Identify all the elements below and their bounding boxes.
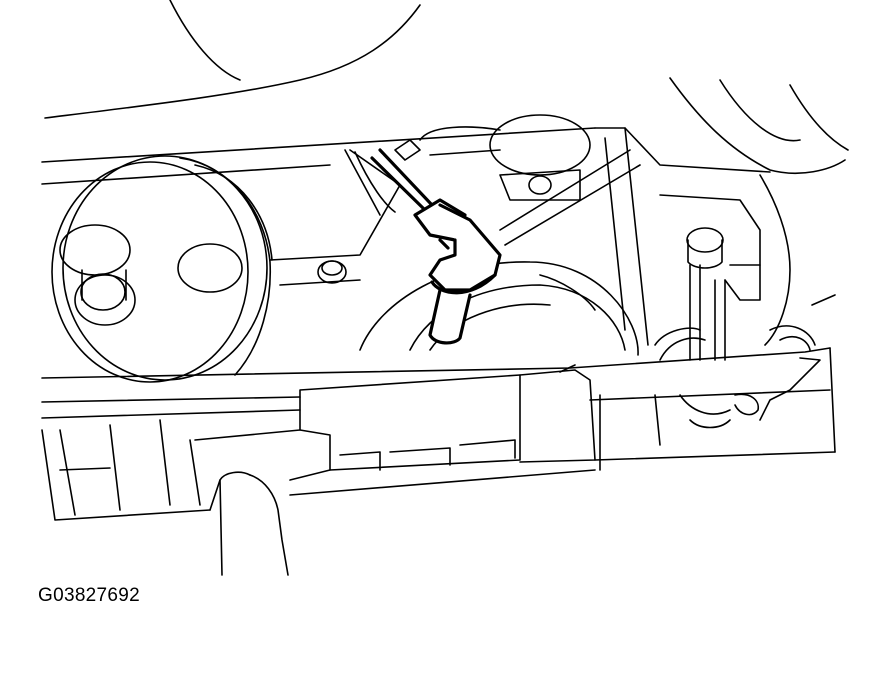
engine-sensor-illustration — [41, 0, 849, 576]
sensor-assembly — [370, 148, 502, 345]
upper-housing — [44, 0, 849, 174]
diagonal-strut — [499, 149, 641, 246]
lower-beam — [41, 347, 836, 453]
lower-connector-housing — [299, 364, 836, 471]
upper-beam — [41, 127, 771, 346]
right-bolt-bracket — [654, 174, 836, 361]
left-pulley — [51, 155, 273, 383]
lower-frame — [41, 419, 596, 576]
mounting-bracket — [269, 114, 591, 286]
center-pulley — [359, 261, 639, 356]
figure-code: G03827692 — [38, 585, 141, 606]
